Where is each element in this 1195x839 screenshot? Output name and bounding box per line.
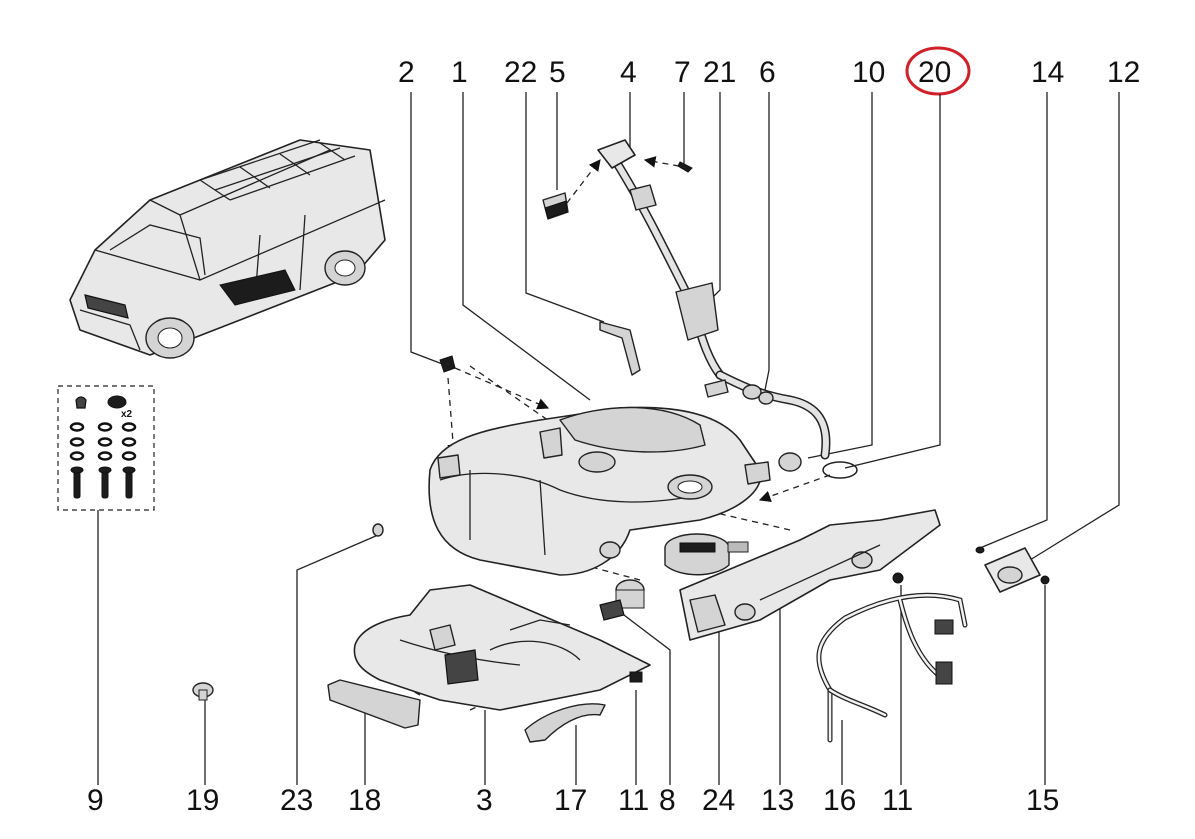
bracket-22 bbox=[599, 321, 641, 376]
callout-22: 22 bbox=[504, 56, 537, 89]
callout-24: 24 bbox=[702, 784, 735, 817]
callout-18: 18 bbox=[348, 784, 381, 817]
highlight-circle bbox=[905, 46, 971, 96]
valve-8 bbox=[599, 579, 645, 621]
callout-5: 5 bbox=[549, 56, 566, 89]
callout-3: 3 bbox=[476, 784, 493, 817]
callout-2: 2 bbox=[398, 56, 415, 89]
callout-21: 21 bbox=[703, 56, 736, 89]
callout-11-right: 11 bbox=[882, 784, 913, 817]
callout-labels-top: 2 1 22 5 4 7 21 6 10 20 14 12 bbox=[398, 56, 1140, 89]
wiring-harness bbox=[816, 592, 968, 743]
nut-11-left bbox=[629, 671, 643, 683]
callout-1: 1 bbox=[451, 56, 468, 89]
callout-10: 10 bbox=[852, 56, 885, 89]
kit-quantity-badge: x2 bbox=[121, 409, 133, 420]
callout-16: 16 bbox=[823, 784, 856, 817]
van-illustration bbox=[69, 139, 386, 359]
nut-11-right bbox=[892, 572, 904, 584]
filler-neck bbox=[597, 139, 831, 460]
ring-10 bbox=[778, 452, 802, 472]
fuel-cap bbox=[542, 192, 569, 220]
callout-13: 13 bbox=[761, 784, 794, 817]
callout-8: 8 bbox=[659, 784, 676, 817]
hardware-kit: x2 bbox=[57, 385, 155, 511]
screw-7 bbox=[677, 161, 693, 173]
callout-19: 19 bbox=[186, 784, 219, 817]
o-ring-20 bbox=[822, 461, 858, 479]
callout-11-left: 11 bbox=[618, 784, 649, 817]
callout-9: 9 bbox=[87, 784, 104, 817]
heat-shield-13 bbox=[679, 509, 941, 641]
callout-17: 17 bbox=[554, 784, 587, 817]
guard-18 bbox=[327, 679, 421, 729]
seal-6 bbox=[758, 391, 774, 405]
callout-23: 23 bbox=[280, 784, 313, 817]
skid-plate-3 bbox=[353, 584, 651, 711]
bolt-2 bbox=[439, 355, 456, 373]
callout-labels-bottom: 9 19 23 18 3 17 11 8 24 13 16 11 15 bbox=[87, 784, 1059, 817]
fuel-pump-sender bbox=[664, 533, 749, 576]
callout-6: 6 bbox=[759, 56, 776, 89]
callout-15: 15 bbox=[1026, 784, 1059, 817]
callout-14: 14 bbox=[1031, 56, 1064, 89]
callout-12: 12 bbox=[1107, 56, 1140, 89]
plug-19 bbox=[192, 682, 214, 701]
cap-icon bbox=[107, 395, 127, 409]
clip-icon bbox=[75, 396, 87, 409]
guard-17 bbox=[524, 703, 606, 743]
fuel-tank bbox=[428, 406, 771, 576]
nut-23 bbox=[372, 523, 384, 537]
callout-20: 20 bbox=[918, 56, 951, 89]
sensor-bracket bbox=[975, 546, 1050, 593]
callout-7: 7 bbox=[674, 56, 691, 89]
callout-4: 4 bbox=[620, 56, 637, 89]
